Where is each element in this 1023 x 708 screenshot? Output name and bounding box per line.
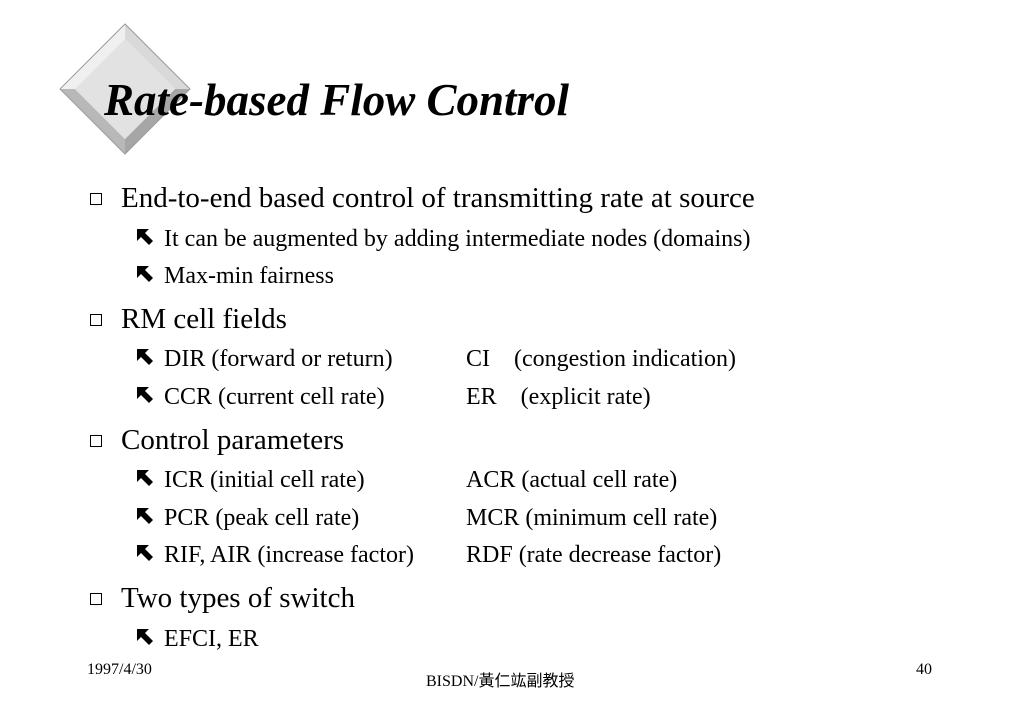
arrow-up-left-icon bbox=[137, 229, 153, 245]
bullet-text-col2: CI (congestion indication) bbox=[466, 346, 736, 372]
bullet-level1: Control parameters bbox=[90, 422, 344, 458]
bullet-text: Two types of switch bbox=[121, 582, 355, 614]
arrow-up-left-icon bbox=[137, 387, 153, 403]
bullet-level1: End-to-end based control of transmitting… bbox=[90, 180, 755, 216]
bullet-level1: Two types of switch bbox=[90, 580, 355, 616]
bullet-level2: EFCI, ER bbox=[136, 624, 259, 654]
arrow-up-left-icon bbox=[137, 545, 153, 561]
slide-title: Rate-based Flow Control bbox=[104, 75, 570, 125]
arrow-up-left-icon bbox=[137, 349, 153, 365]
bullet-level2: CCR (current cell rate) ER (explicit rat… bbox=[136, 382, 651, 412]
arrow-up-left-icon bbox=[137, 266, 153, 282]
footer-page-number: 40 bbox=[916, 661, 932, 678]
arrow-up-left-icon bbox=[137, 629, 153, 645]
bullet-text-col2: MCR (minimum cell rate) bbox=[466, 505, 718, 531]
bullet-text: EFCI, ER bbox=[164, 626, 259, 652]
bullet-text: Control parameters bbox=[121, 424, 345, 456]
square-bullet-icon bbox=[90, 435, 102, 447]
bullet-level2: DIR (forward or return) CI (congestion i… bbox=[136, 344, 736, 374]
footer-author: BISDN/黃仁竑副教授 bbox=[426, 673, 575, 690]
diamond-decoration-icon bbox=[42, 22, 192, 172]
bullet-text: End-to-end based control of transmitting… bbox=[121, 182, 755, 214]
bullet-text: DIR (forward or return) bbox=[164, 346, 393, 372]
bullet-level2: PCR (peak cell rate) MCR (minimum cell r… bbox=[136, 503, 717, 533]
footer-date: 1997/4/30 bbox=[87, 661, 152, 678]
bullet-text-col2: RDF (rate decrease factor) bbox=[466, 542, 722, 568]
bullet-level2: It can be augmented by adding intermedia… bbox=[136, 224, 750, 254]
bullet-text: RM cell fields bbox=[121, 303, 287, 335]
square-bullet-icon bbox=[90, 593, 102, 605]
bullet-text-col2: ER (explicit rate) bbox=[466, 384, 651, 410]
square-bullet-icon bbox=[90, 193, 102, 205]
bullet-text: PCR (peak cell rate) bbox=[164, 505, 360, 531]
arrow-up-left-icon bbox=[137, 470, 153, 486]
bullet-text: ICR (initial cell rate) bbox=[164, 467, 365, 493]
bullet-text: It can be augmented by adding intermedia… bbox=[164, 226, 751, 252]
bullet-level1: RM cell fields bbox=[90, 301, 287, 337]
bullet-level2: ICR (initial cell rate) ACR (actual cell… bbox=[136, 465, 677, 495]
arrow-up-left-icon bbox=[137, 508, 153, 524]
bullet-text: CCR (current cell rate) bbox=[164, 384, 385, 410]
bullet-level2: Max-min fairness bbox=[136, 261, 334, 291]
bullet-text: RIF, AIR (increase factor) bbox=[164, 542, 414, 568]
bullet-level2: RIF, AIR (increase factor) RDF (rate dec… bbox=[136, 540, 721, 570]
bullet-text-col2: ACR (actual cell rate) bbox=[466, 467, 678, 493]
bullet-text: Max-min fairness bbox=[164, 263, 334, 289]
square-bullet-icon bbox=[90, 314, 102, 326]
